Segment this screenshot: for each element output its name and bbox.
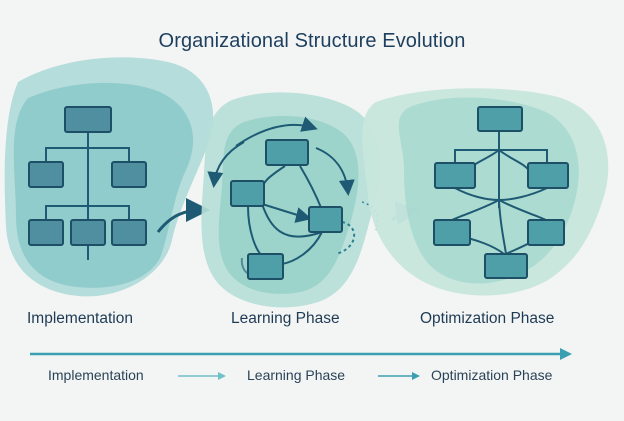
timeline-label-optimization: Optimization Phase [431,367,553,383]
opt-node-top [477,106,523,132]
learning-dashed-loop [335,221,355,255]
phase-label-optimization: Optimization Phase [420,310,555,327]
learn-node-left [230,180,265,207]
timeline-axis-arrowhead [560,348,572,360]
learning-blob-front [218,115,359,294]
learn-node-bottom [247,253,284,280]
optimization-panel [362,88,609,296]
implementation-panel [4,57,214,297]
impl-node-mid-right [111,161,147,188]
timeline [30,348,572,380]
learn-node-right [308,206,343,233]
timeline-label-implementation: Implementation [48,367,144,383]
opt-node-bottom [484,253,528,279]
phase-label-learning: Learning Phase [231,310,340,327]
opt-node-lower-right [527,219,565,246]
impl-node-bottom-center [70,219,106,246]
timeline-arrow-2-head [412,372,420,380]
opt-node-mid-left [434,162,476,189]
timeline-label-learning: Learning Phase [247,367,346,383]
diagram-title: Organizational Structure Evolution [158,30,466,52]
timeline-arrow-1-head [218,372,226,380]
impl-node-top [64,106,112,133]
phase-label-implementation: Implementation [27,310,133,327]
opt-node-lower-left [433,219,471,246]
impl-node-bottom-right [111,219,147,246]
learning-panel [201,92,380,308]
transition-arrow-1 [156,198,210,233]
impl-node-bottom-left [28,219,64,246]
opt-node-mid-right [527,162,569,189]
impl-node-mid-left [28,161,64,188]
learn-node-top [265,139,309,166]
